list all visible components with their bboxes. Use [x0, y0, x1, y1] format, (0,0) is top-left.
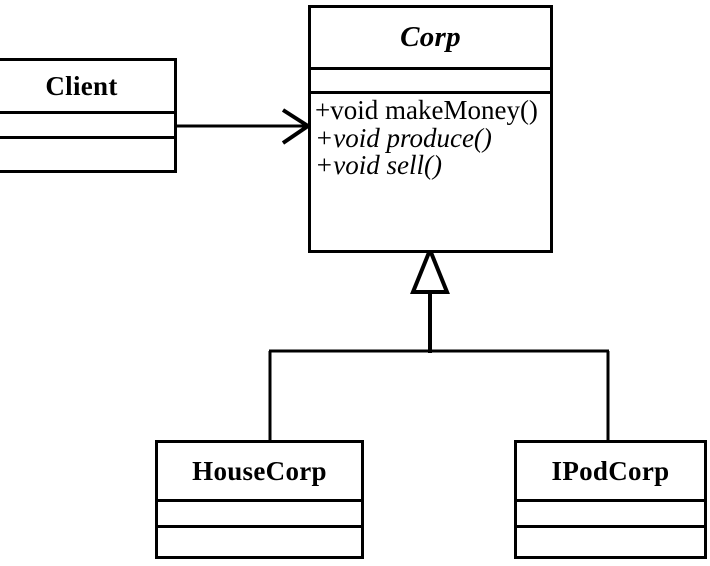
operation-make-money: +void makeMoney() [315, 95, 538, 125]
class-box-client[interactable]: Client [0, 58, 177, 173]
class-operations-client [0, 139, 174, 170]
class-name-housecorp: HouseCorp [158, 443, 361, 502]
class-name-client: Client [0, 61, 174, 114]
association-client-to-corp [176, 108, 312, 145]
operation-sell: +void sell() [315, 150, 442, 181]
class-attributes-ipodcorp [517, 502, 704, 528]
class-attributes-client [0, 114, 174, 139]
class-operations-housecorp [158, 528, 361, 556]
class-attributes-corp [311, 70, 550, 94]
class-name-ipodcorp: IPodCorp [517, 443, 704, 502]
class-name-corp: Corp [311, 8, 550, 70]
class-attributes-housecorp [158, 502, 361, 528]
operation-produce: +void produce() [315, 122, 492, 153]
class-box-housecorp[interactable]: HouseCorp [155, 440, 364, 559]
class-box-corp[interactable]: Corp +void makeMoney() +void produce() +… [308, 5, 553, 253]
class-operations-ipodcorp [517, 528, 704, 556]
generalization-to-corp [268, 244, 610, 441]
class-operations-corp: +void makeMoney() +void produce() +void … [311, 94, 550, 250]
class-box-ipodcorp[interactable]: IPodCorp [514, 440, 707, 559]
